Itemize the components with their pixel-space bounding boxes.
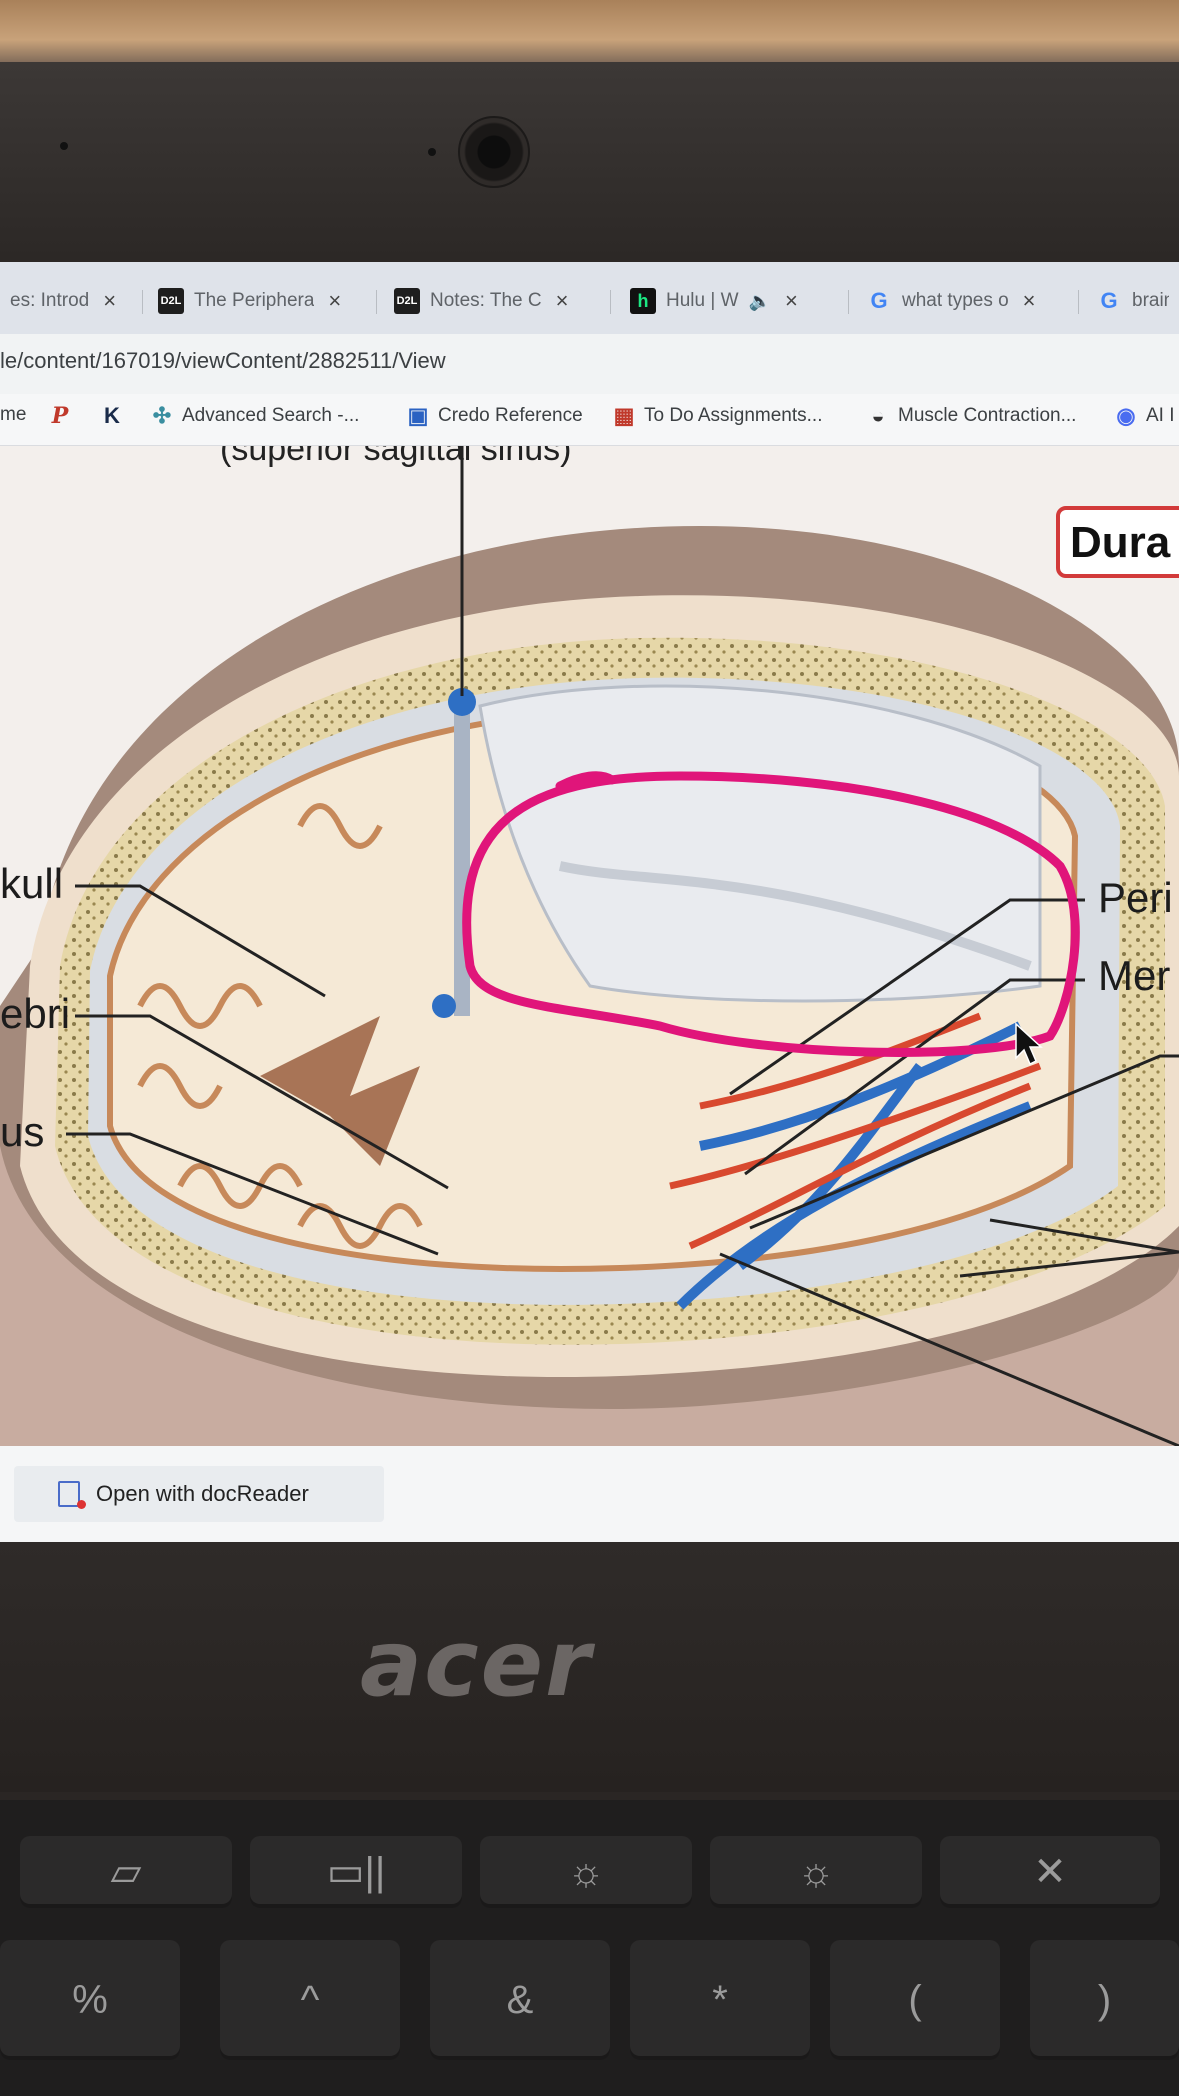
bookmark-k[interactable]: K [100, 403, 124, 428]
webcam [458, 116, 530, 188]
bookmark-p[interactable]: P [48, 403, 72, 429]
key-asterisk[interactable]: * [630, 1940, 810, 2060]
open-with-docreader-button[interactable]: Open with docReader [14, 1466, 384, 1522]
p-logo-icon: P [51, 403, 69, 429]
gyri [137, 803, 423, 1249]
google-favicon-icon: G [1100, 288, 1118, 313]
close-icon[interactable]: × [328, 288, 342, 313]
bookmarks-bar: me P K ✣ Advanced Search -... ▣ Credo Re… [0, 394, 1179, 446]
top-bezel [0, 62, 1179, 272]
k-logo-icon: K [104, 403, 120, 428]
close-icon[interactable]: × [784, 288, 798, 313]
close-icon[interactable]: × [103, 288, 117, 313]
label-skull: kull [0, 860, 64, 907]
leader-line-pia [719, 1252, 1179, 1446]
key-fullscreen[interactable]: ▱ [20, 1836, 232, 1908]
bookmark-advanced-search[interactable]: ✣ Advanced Search -... [150, 403, 360, 428]
label-periosteal: Peri [1098, 874, 1173, 921]
leader-line-skull [75, 884, 326, 998]
key-caret[interactable]: ^ [220, 1940, 400, 2060]
tab-hulu[interactable]: h Hulu | W 🔈 × [620, 276, 840, 326]
brand-logo: acer [360, 1610, 593, 1717]
inferior-sagittal-sinus [432, 994, 456, 1018]
viewer-footer: Open with docReader [0, 1446, 1179, 1542]
mouse-cursor-icon [1015, 1022, 1043, 1066]
diagram-viewer: (superior sagittal sinus) kull ebri us D… [0, 446, 1179, 1446]
leader-line-meningeal [744, 978, 1085, 1176]
leader-line-arachnoid [749, 1054, 1179, 1230]
credo-icon: ▣ [407, 403, 429, 428]
bookmark-credo[interactable]: ▣ Credo Reference [407, 403, 583, 428]
url-text[interactable]: le/content/167019/viewContent/2882511/Vi… [0, 348, 446, 373]
ventricle [260, 1016, 420, 1166]
bookmark-todo[interactable]: ▦ To Do Assignments... [613, 403, 823, 428]
key-brightness-up[interactable]: ☼ [710, 1836, 922, 1908]
bottom-bezel [0, 1542, 1179, 1792]
tab-strip: es: Introd × D2L The Periphera × D2L Not… [0, 262, 1179, 334]
browser-window: es: Introd × D2L The Periphera × D2L Not… [0, 262, 1179, 1542]
label-superior-sagittal-sinus: (superior sagittal sinus) [220, 446, 572, 468]
tab-intro[interactable]: es: Introd × [10, 288, 117, 313]
annotation-loop [462, 771, 1080, 1057]
close-icon[interactable]: × [555, 288, 569, 313]
keyboard: ▱ ▭|| ☼ ☼ ✕ % ^ & * ( ) [0, 1800, 1179, 2096]
scalp-skin [0, 1146, 1179, 1446]
ai-icon: ◉ [1116, 403, 1136, 428]
tab-brain[interactable]: G brain [1086, 276, 1179, 326]
d2l-favicon-icon: D2L [394, 288, 420, 314]
tab-separator [848, 290, 849, 314]
tab-peripheral[interactable]: D2L The Periphera × [148, 276, 368, 326]
key-brightness-down[interactable]: ☼ [480, 1836, 692, 1908]
microphone-dot [60, 142, 68, 150]
close-icon[interactable]: × [1022, 288, 1036, 313]
tab-separator [1078, 290, 1079, 314]
microphone-dot [428, 148, 436, 156]
tab-google-search[interactable]: G what types o × [856, 276, 1070, 326]
label-meningeal: Mer [1098, 952, 1171, 999]
key-left-paren[interactable]: ( [830, 1940, 1000, 2060]
tab-separator [610, 290, 611, 314]
bookmark-home[interactable]: me [0, 404, 27, 425]
dura-layer-fold [558, 861, 1032, 971]
key-right-paren[interactable]: ) [1030, 1940, 1179, 2060]
todo-icon: ▦ [613, 403, 635, 428]
advanced-search-icon: ✣ [152, 403, 172, 428]
leader-line-sinus [66, 1132, 439, 1256]
address-bar[interactable]: le/content/167019/viewContent/2882511/Vi… [0, 334, 1179, 394]
tab-notes[interactable]: D2L Notes: The C × [384, 276, 600, 326]
key-overview[interactable]: ▭|| [250, 1836, 462, 1908]
google-favicon-icon: G [870, 288, 888, 313]
globe-icon: ◒ [871, 403, 885, 428]
bookmark-muscle[interactable]: ◒ Muscle Contraction... [866, 403, 1076, 428]
label-dura-box: Dura [1056, 506, 1179, 578]
bookmark-ai[interactable]: ◉ AI I [1114, 403, 1174, 428]
tab-separator [376, 290, 377, 314]
speaker-icon[interactable]: 🔈 [748, 290, 771, 311]
label-falx-cerebri: ebri [0, 990, 71, 1037]
docreader-icon [58, 1481, 86, 1509]
label-sinus: us [0, 1108, 45, 1155]
key-ampersand[interactable]: & [430, 1940, 610, 2060]
d2l-favicon-icon: D2L [158, 288, 184, 314]
leader-line-cerebri [75, 1014, 449, 1190]
key-mute[interactable]: ✕ [940, 1836, 1160, 1908]
hulu-favicon-icon: h [630, 288, 656, 314]
superior-sagittal-sinus [448, 688, 476, 716]
brain-meninges-illustration [0, 446, 1179, 1446]
leader-line-vessels [959, 1218, 1179, 1278]
leader-line-periosteal [729, 898, 1085, 1096]
tab-separator [142, 290, 143, 314]
key-percent[interactable]: % [0, 1940, 180, 2060]
